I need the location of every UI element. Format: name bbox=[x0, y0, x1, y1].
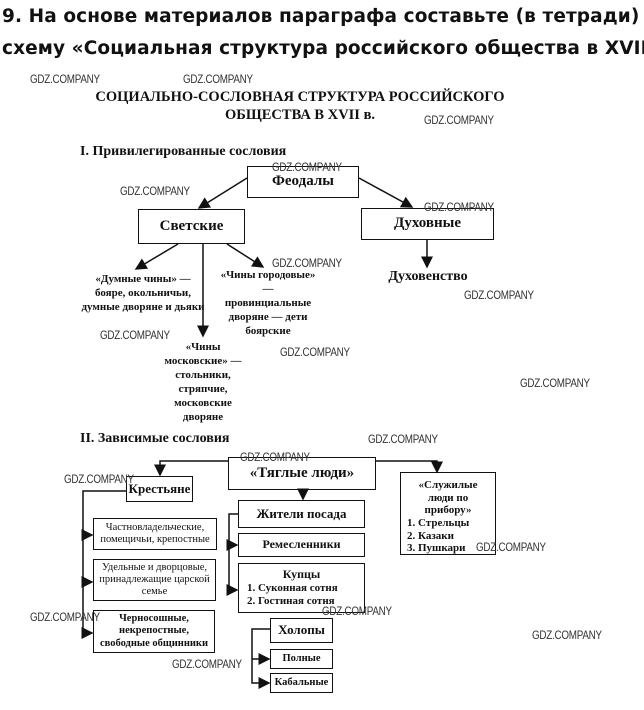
node-peasants-private: Частновладельческие, помещичьи, крепостн… bbox=[93, 518, 217, 550]
service-item: 2. Казаки bbox=[407, 529, 454, 542]
watermark-text: GDZ.COMPANY bbox=[280, 345, 350, 359]
watermark-text: GDZ.COMPANY bbox=[532, 628, 602, 642]
node-tax-people: «Тяглые люди» bbox=[228, 457, 376, 490]
watermark-text: GDZ.COMPANY bbox=[120, 184, 190, 198]
watermark-text: GDZ.COMPANY bbox=[424, 200, 494, 214]
merchants-item: 1. Суконная сотня bbox=[247, 582, 338, 595]
node-peasants: Крестьяне bbox=[126, 476, 193, 502]
watermark-text: GDZ.COMPANY bbox=[272, 256, 342, 270]
node-serfs-bonded: Кабальные bbox=[270, 673, 333, 693]
watermark-text: GDZ.COMPANY bbox=[240, 450, 310, 464]
watermark-text: GDZ.COMPANY bbox=[464, 288, 534, 302]
watermark-text: GDZ.COMPANY bbox=[322, 604, 392, 618]
watermark-text: GDZ.COMPANY bbox=[272, 160, 342, 174]
node-secular: Светские bbox=[138, 209, 245, 244]
watermark-text: GDZ.COMPANY bbox=[30, 610, 100, 624]
node-peasants-free: Черносошные, некрепостные, свободные общ… bbox=[93, 610, 215, 653]
service-item: 3. Пушкари bbox=[407, 542, 466, 555]
section-dependent-heading: II. Зависимые сословия bbox=[80, 431, 230, 446]
node-peasants-palace: Удельные и дворцовые, принадлежащие царс… bbox=[93, 559, 216, 601]
node-feudals: Феодалы bbox=[247, 166, 359, 198]
watermark-text: GDZ.COMPANY bbox=[172, 657, 242, 671]
watermark-text: GDZ.COMPANY bbox=[64, 472, 134, 486]
section-privileged-heading: I. Привилегированные сословия bbox=[80, 144, 287, 159]
watermark-text: GDZ.COMPANY bbox=[183, 72, 253, 86]
watermark-text: GDZ.COMPANY bbox=[100, 328, 170, 342]
node-clergy-members: Духовенство bbox=[388, 269, 468, 284]
watermark-text: GDZ.COMPANY bbox=[424, 113, 494, 127]
merchants-title: Купцы bbox=[282, 567, 321, 582]
node-service-people: «Служилые люди по прибору» 1. Стрельцы 2… bbox=[400, 472, 496, 555]
service-item: 1. Стрельцы bbox=[407, 516, 470, 529]
task-line-2: схему «Социальная структура российского … bbox=[2, 38, 644, 59]
node-serfs: Холопы bbox=[270, 618, 333, 643]
node-clergy: Духовные bbox=[361, 208, 494, 240]
watermark-text: GDZ.COMPANY bbox=[368, 432, 438, 446]
node-merchants: Купцы 1. Суконная сотня 2. Гостиная сотн… bbox=[238, 563, 365, 613]
node-posad: Жители посада bbox=[238, 500, 365, 528]
watermark-text: GDZ.COMPANY bbox=[520, 376, 590, 390]
diagram-title-line-1: СОЦИАЛЬНО-СОСЛОВНАЯ СТРУКТУРА РОССИЙСКОГ… bbox=[95, 89, 505, 105]
node-artisans: Ремесленники bbox=[238, 533, 365, 557]
node-duma-ranks: «Думные чины» — бояре, окольничьи, думны… bbox=[81, 273, 205, 313]
node-serfs-full: Полные bbox=[270, 649, 333, 669]
service-title: «Служилые люди по прибору» bbox=[418, 479, 478, 517]
merchants-item: 2. Гостиная сотня bbox=[247, 594, 335, 607]
node-moscow-ranks: «Чины московские» — стольники, стряпчие,… bbox=[164, 341, 242, 423]
diagram-title-line-2: ОБЩЕСТВА В XVII в. bbox=[224, 107, 376, 123]
watermark-text: GDZ.COMPANY bbox=[30, 72, 100, 86]
task-line-1: 9. На основе материалов параграфа состав… bbox=[2, 6, 640, 27]
watermark-text: GDZ.COMPANY bbox=[476, 540, 546, 554]
node-city-ranks: «Чины городовые» — провинциальные дворян… bbox=[220, 269, 316, 337]
